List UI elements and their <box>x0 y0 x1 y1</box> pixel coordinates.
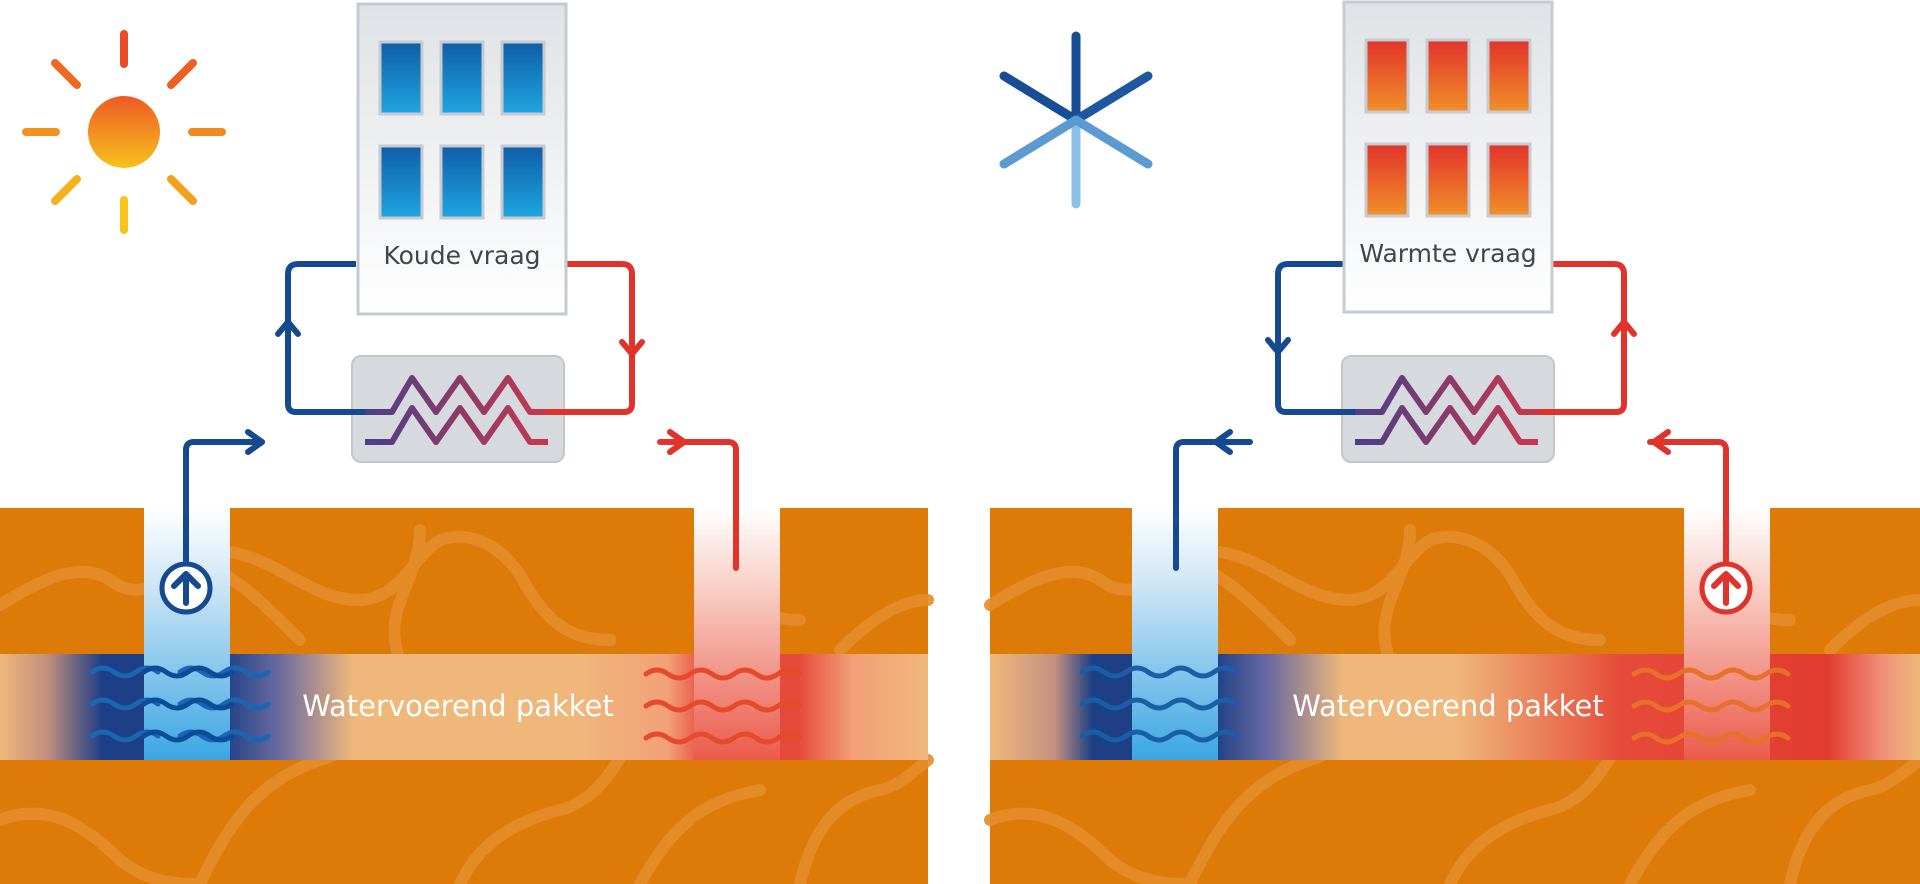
exchanger-coils <box>365 375 548 445</box>
warm-well-arrow <box>1651 429 1671 455</box>
warm-well-pipe <box>657 439 739 571</box>
building-loop-up-arrow <box>1611 319 1637 337</box>
building-label: Koude vraag <box>383 241 540 270</box>
pump-icon <box>1699 561 1753 615</box>
cold-water-waves <box>1079 665 1239 743</box>
pump-icon <box>159 561 213 615</box>
building-windows <box>1364 38 1532 218</box>
building-loop-cold <box>1275 261 1362 415</box>
office-building: Warmte vraag <box>1342 0 1554 314</box>
warm-well-arrow <box>667 429 687 455</box>
cold-well-arrow <box>1213 429 1233 455</box>
summer-panel: Watervoerend pakket <box>0 2 934 884</box>
cold-well-pipe <box>1173 439 1253 571</box>
cold-well-pipe <box>183 439 265 575</box>
building-loop-down-arrow <box>619 339 645 357</box>
building-windows <box>378 40 546 220</box>
building-label: Warmte vraag <box>1359 239 1536 268</box>
building-loop-cold <box>285 261 372 415</box>
building-loop-down-arrow <box>1265 337 1291 355</box>
snowflake-icon <box>999 31 1153 209</box>
aquifer-label: Watervoerend pakket <box>302 689 614 723</box>
building-loop-warm <box>540 261 635 415</box>
exchanger-coils <box>1355 375 1538 445</box>
warm-water-waves <box>643 667 803 745</box>
building-loop-warm <box>1530 261 1627 415</box>
building-loop-up-arrow <box>275 319 301 337</box>
warm-well-pipe <box>1647 439 1729 575</box>
warm-water-waves <box>1631 667 1791 745</box>
office-building: Koude vraag <box>356 2 568 316</box>
cold-water-waves-inner <box>141 665 235 743</box>
sun-icon <box>22 30 226 234</box>
winter-panel: Watervoerend pakket <box>984 0 1920 884</box>
aquifer-label: Watervoerend pakket <box>1292 689 1604 723</box>
